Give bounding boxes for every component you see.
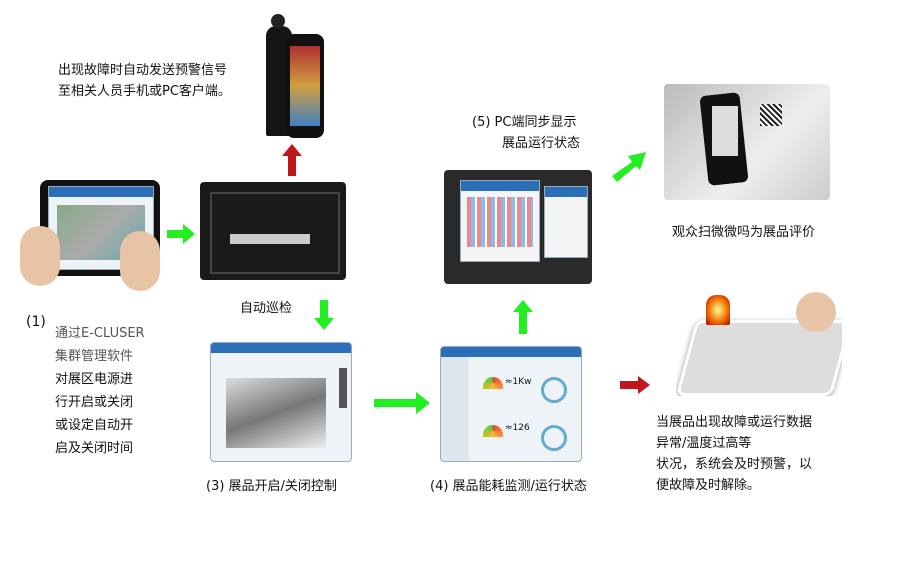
alert-note-line: 至相关人员手机或PC客户端。 [58, 84, 231, 99]
step1-line: 对展区电源进 [55, 372, 134, 387]
alarm-note: 当展品出现故障或运行数据 异常/温度过高等 状况，系统会及时预警，以 便故障及时… [656, 412, 812, 496]
scan-caption: 观众扫微微吗为展品评价 [672, 225, 816, 240]
status-value: ≈126 [505, 423, 530, 433]
step1-line: 行开启或关闭 [55, 395, 134, 410]
energy-value: ≈1Kw [505, 377, 532, 387]
green-right-arrow-icon [374, 392, 430, 414]
alarm-note-line: 状况，系统会及时预警，以 [656, 457, 813, 472]
red-up-arrow-icon [282, 144, 302, 176]
red-right-arrow-icon [620, 376, 650, 394]
alarm-note-line: 异常/温度过高等 [656, 436, 752, 451]
patrol-label: 自动巡检 [240, 301, 293, 316]
alert-note-line: 出现故障时自动发送预警信号 [58, 63, 228, 78]
alarm-tablet-image [676, 290, 842, 396]
green-diagonal-arrow-icon [612, 152, 646, 182]
tablet-hand-image [20, 176, 165, 296]
step1-number: (1) [26, 314, 46, 330]
phone-person-image [258, 12, 328, 140]
step5-line: 展品运行状态 [502, 136, 581, 151]
step5-text: (5) PC端同步显示 展品运行状态 [472, 112, 580, 154]
step1-line: 启及关闭时间 [55, 441, 134, 456]
alarm-note-line: 当展品出现故障或运行数据 [656, 415, 813, 430]
step1-line: 通过E-CLUSER [55, 326, 145, 341]
alert-note: 出现故障时自动发送预警信号 至相关人员手机或PC客户端。 [58, 60, 231, 102]
step3-caption: (3) 展品开启/关闭控制 [206, 479, 337, 494]
green-down-arrow-icon [314, 300, 334, 330]
green-up-arrow-icon [513, 300, 533, 334]
step4-caption: (4) 展品能耗监测/运行状态 [430, 479, 587, 494]
alarm-note-line: 便故障及时解除。 [656, 478, 761, 493]
qr-scan-photo [664, 84, 830, 200]
monitoring-screenshot: ≈1Kw ≈126 [440, 346, 582, 462]
step5-line: (5) PC端同步显示 [472, 115, 577, 130]
step1-line: 集群管理软件 [55, 349, 134, 364]
step1-text: 通过E-CLUSER 集群管理软件 对展区电源进 行开启或关闭 或设定自动开 启… [55, 322, 145, 460]
step1-line: 或设定自动开 [55, 418, 134, 433]
green-right-arrow-icon [167, 224, 195, 244]
control-software-screenshot [210, 342, 352, 462]
pc-monitors-image [444, 170, 592, 284]
server-cabinet-image [200, 182, 346, 280]
